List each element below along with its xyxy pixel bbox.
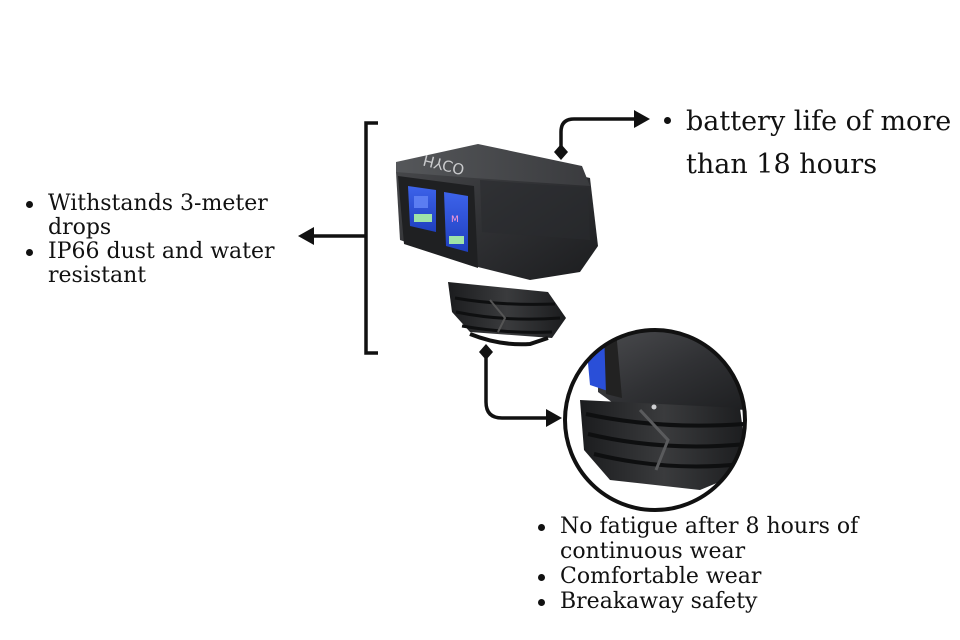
zoom-detail-circle	[563, 328, 747, 512]
diamond-marker-icon	[554, 144, 568, 160]
bottom-connector	[479, 344, 562, 427]
device-screen: M	[408, 186, 468, 252]
arrow-right-icon	[546, 409, 562, 427]
feature-list-durability: Withstands 3-meter drops IP66 dust and w…	[22, 192, 302, 288]
feature-item: battery life of more than 18 hours	[660, 100, 960, 186]
arrow-left-icon	[298, 227, 314, 245]
diamond-marker-icon	[479, 344, 493, 360]
feature-item: Withstands 3-meter drops	[22, 192, 302, 240]
feature-list-comfort: No fatigue after 8 hours of continuous w…	[534, 514, 954, 614]
top-connector	[554, 110, 650, 160]
svg-text:M: M	[451, 215, 459, 225]
feature-item: Comfortable wear	[534, 564, 954, 589]
feature-item: IP66 dust and water resistant	[22, 240, 302, 288]
arrow-right-icon	[634, 110, 650, 128]
feature-item: No fatigue after 8 hours of continuous w…	[534, 514, 954, 564]
bracket-connector	[306, 121, 378, 355]
ring-strap	[448, 282, 566, 347]
feature-list-battery: battery life of more than 18 hours	[660, 100, 960, 186]
feature-item: Breakaway safety	[534, 589, 954, 614]
ring-scanner-device: M HYCO	[396, 144, 598, 347]
